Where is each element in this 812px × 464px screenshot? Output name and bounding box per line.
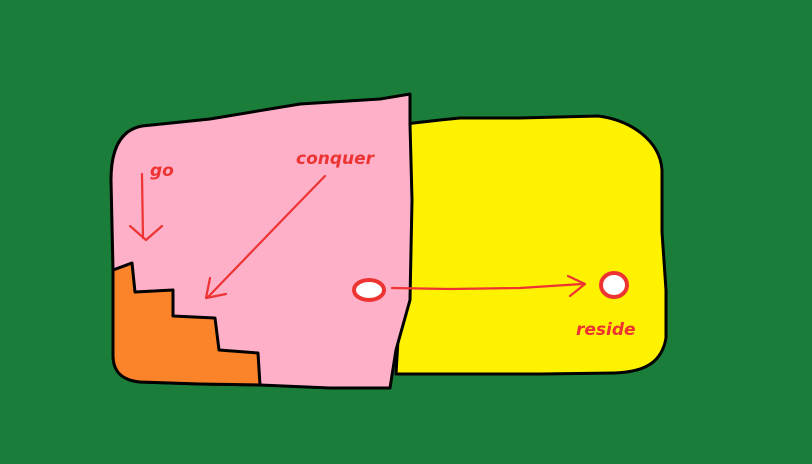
reside-arrow xyxy=(390,282,584,291)
go-arrowhead xyxy=(128,224,164,242)
end-marker xyxy=(599,271,629,299)
label-reside: reside xyxy=(576,320,636,340)
label-conquer: conquer xyxy=(296,149,376,169)
orange-region xyxy=(111,261,262,387)
conquer-arrowhead xyxy=(204,276,228,300)
go-arrow xyxy=(140,172,145,240)
label-go: go xyxy=(150,161,174,181)
conquer-arrow xyxy=(206,174,327,299)
reside-arrowhead xyxy=(566,274,587,298)
yellow-region xyxy=(394,114,668,376)
start-marker xyxy=(352,278,386,302)
